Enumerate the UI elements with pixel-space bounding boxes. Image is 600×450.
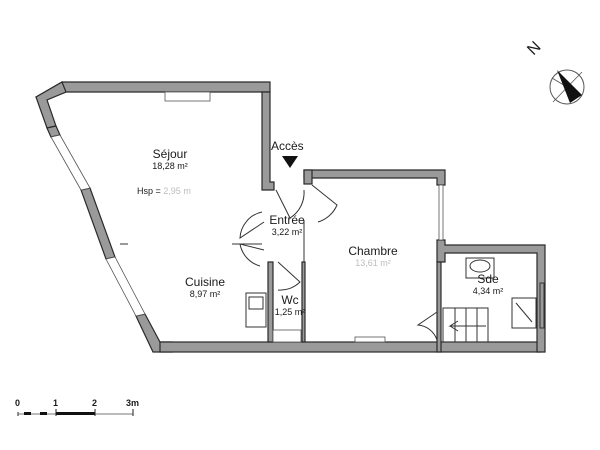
room-name: Wc <box>281 293 299 307</box>
scale-tick-0: 0 <box>15 398 21 408</box>
walls <box>35 81 546 353</box>
room-area: 18,28 m² <box>152 161 188 171</box>
room-chambre: Chambre 13,61 m² <box>343 245 403 269</box>
room-cuisine: Cuisine 8,97 m² <box>175 276 235 300</box>
room-name: Chambre <box>348 244 398 258</box>
scale-bar <box>17 409 134 416</box>
wc-toilet <box>272 329 302 343</box>
room-name: Cuisine <box>184 275 226 289</box>
scale-tick-1: 1 <box>53 398 59 408</box>
doors <box>120 184 438 341</box>
room-entree: Entrée 3,22 m² <box>262 214 312 238</box>
room-area: 3,22 m² <box>271 227 303 237</box>
room-area: 8,97 m² <box>189 289 221 299</box>
kitchen-sink <box>245 292 267 328</box>
scale-tick-3: 3m <box>126 398 140 408</box>
scale-tick-2: 2 <box>92 398 98 408</box>
room-area: 4,34 m² <box>472 286 504 296</box>
room-area: 13,61 m² <box>355 258 391 268</box>
access-label: Accès <box>271 139 304 153</box>
room-name: Entrée <box>269 213 305 227</box>
ceiling-height: Hsp = 2,95 m <box>137 186 191 196</box>
window-bottom <box>354 336 386 343</box>
room-name: Sde <box>477 272 499 286</box>
bathroom-fixtures <box>465 257 545 329</box>
access-arrow-icon <box>282 156 298 168</box>
window-chambre <box>438 184 444 241</box>
room-sde: Sde 4,34 m² <box>466 273 510 297</box>
window-top <box>164 91 211 102</box>
room-name: Séjour <box>152 147 188 161</box>
north-arrow-icon <box>549 69 585 105</box>
room-area: 1,25 m² <box>274 307 306 317</box>
stairs <box>442 307 489 343</box>
room-sejour: Séjour 18,28 m² <box>140 148 200 172</box>
room-wc: Wc 1,25 m² <box>273 294 307 318</box>
